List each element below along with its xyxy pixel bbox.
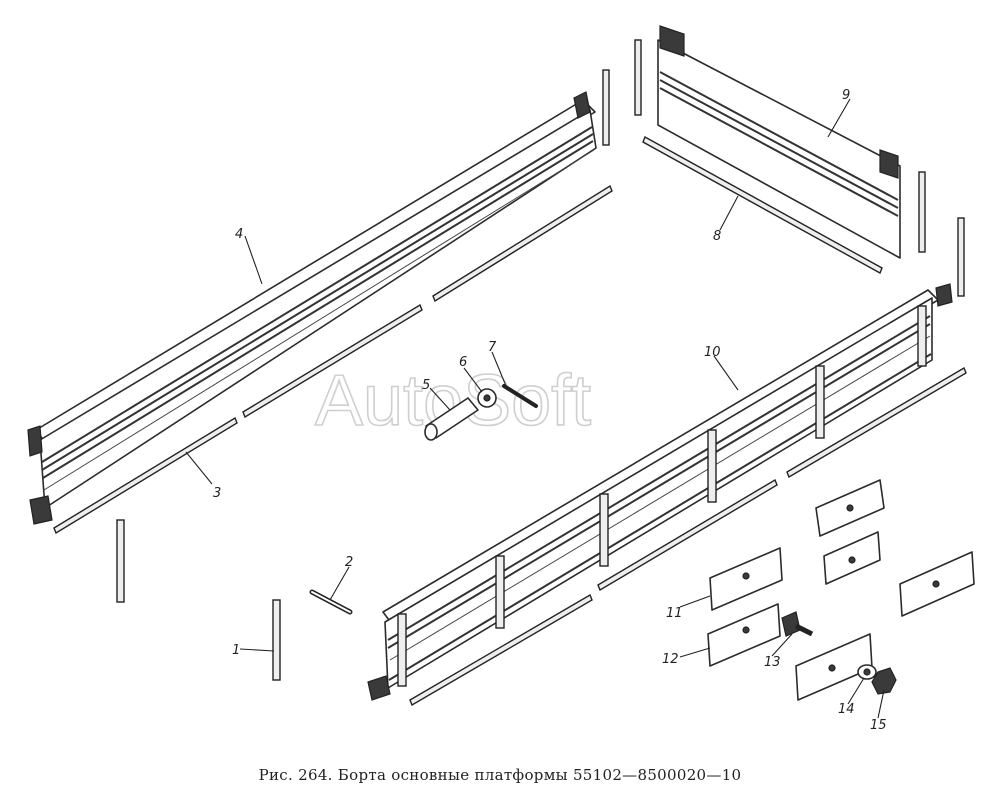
callout-12: 12 — [662, 652, 679, 667]
part-8-rear-strip — [642, 136, 883, 274]
callout-5: 5 — [422, 378, 430, 393]
part-3-lower-strips — [53, 184, 613, 535]
callout-2: 2 — [345, 555, 353, 570]
callout-labels: 1 2 3 4 5 6 7 8 9 10 11 12 13 14 15 — [213, 88, 887, 733]
callout-7: 7 — [488, 340, 497, 355]
part-10-front-side-board — [367, 283, 953, 701]
left-vertical-post — [116, 519, 125, 603]
part-6-washer — [477, 388, 497, 408]
callout-3: 3 — [213, 486, 221, 501]
callout-13: 13 — [764, 655, 781, 670]
part-5-bushing — [424, 397, 479, 441]
part-14-washer — [857, 664, 877, 680]
part-11-plate — [709, 547, 783, 611]
callout-11: 11 — [666, 606, 683, 621]
part-13-bolt — [781, 611, 814, 637]
part-9-rear-board — [657, 25, 901, 259]
callout-4: 4 — [235, 227, 243, 242]
callout-1: 1 — [232, 643, 240, 658]
figure-caption: Рис. 264. Борта основные платформы 55102… — [258, 766, 742, 784]
callout-6: 6 — [459, 355, 467, 370]
callout-10: 10 — [704, 345, 721, 360]
part-4-left-side-board — [27, 91, 597, 525]
front-lower-strips — [409, 366, 967, 707]
callout-14: 14 — [838, 702, 855, 717]
watermark: AutoSoft — [315, 361, 591, 441]
angle-brackets — [795, 479, 975, 701]
callout-15: 15 — [870, 718, 887, 733]
callout-9: 9 — [842, 88, 850, 103]
front-board-posts — [397, 305, 927, 687]
callout-8: 8 — [713, 229, 721, 244]
right-rear-vertical-strips — [918, 171, 965, 297]
part-1-post-strip — [272, 599, 281, 681]
leader-lines — [185, 98, 885, 719]
part-2-pin — [309, 589, 353, 615]
part-7-bolt — [502, 384, 538, 408]
part-15-nut — [871, 667, 897, 695]
rear-vertical-strips — [602, 39, 642, 146]
part-12-plate — [707, 603, 781, 667]
